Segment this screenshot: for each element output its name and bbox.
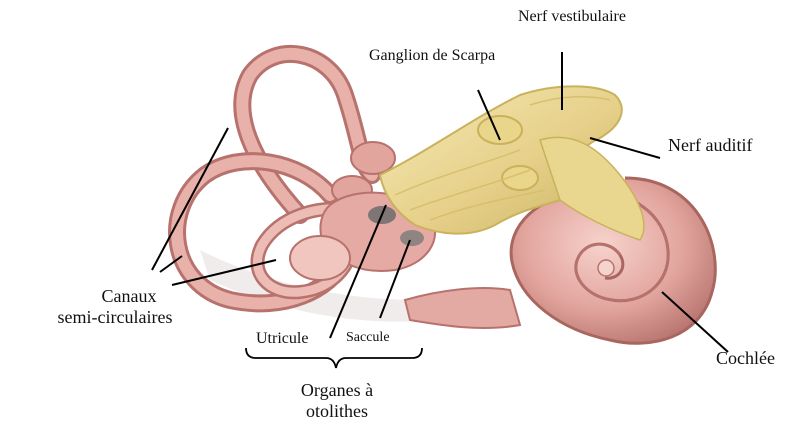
- label-ganglion-scarpa: Ganglion de Scarpa: [369, 47, 495, 65]
- label-organes-line2: otolithes: [272, 401, 402, 422]
- label-cochlee: Cochlée: [716, 348, 775, 369]
- ampulla-1: [351, 142, 395, 174]
- label-utricule: Utricule: [256, 330, 308, 348]
- nerve-bundle: [380, 86, 644, 240]
- label-canaux-line1: Canaux: [74, 286, 184, 307]
- label-canaux-line2: semi-circulaires: [30, 307, 200, 328]
- saccule-macula: [400, 230, 424, 246]
- label-saccule: Saccule: [346, 330, 390, 346]
- utricle-sac: [290, 236, 350, 280]
- label-nerf-auditif: Nerf auditif: [668, 135, 752, 156]
- label-canaux: Canaux semi-circulaires: [74, 286, 184, 327]
- leader-canaux-1: [152, 128, 228, 270]
- organes-bracket: [246, 348, 422, 368]
- label-organes-line1: Organes à: [272, 380, 402, 401]
- cochlear-duct: [405, 288, 520, 328]
- label-nerf-vestibulaire: Nerf vestibulaire: [518, 8, 626, 26]
- label-organes: Organes à otolithes: [272, 380, 402, 421]
